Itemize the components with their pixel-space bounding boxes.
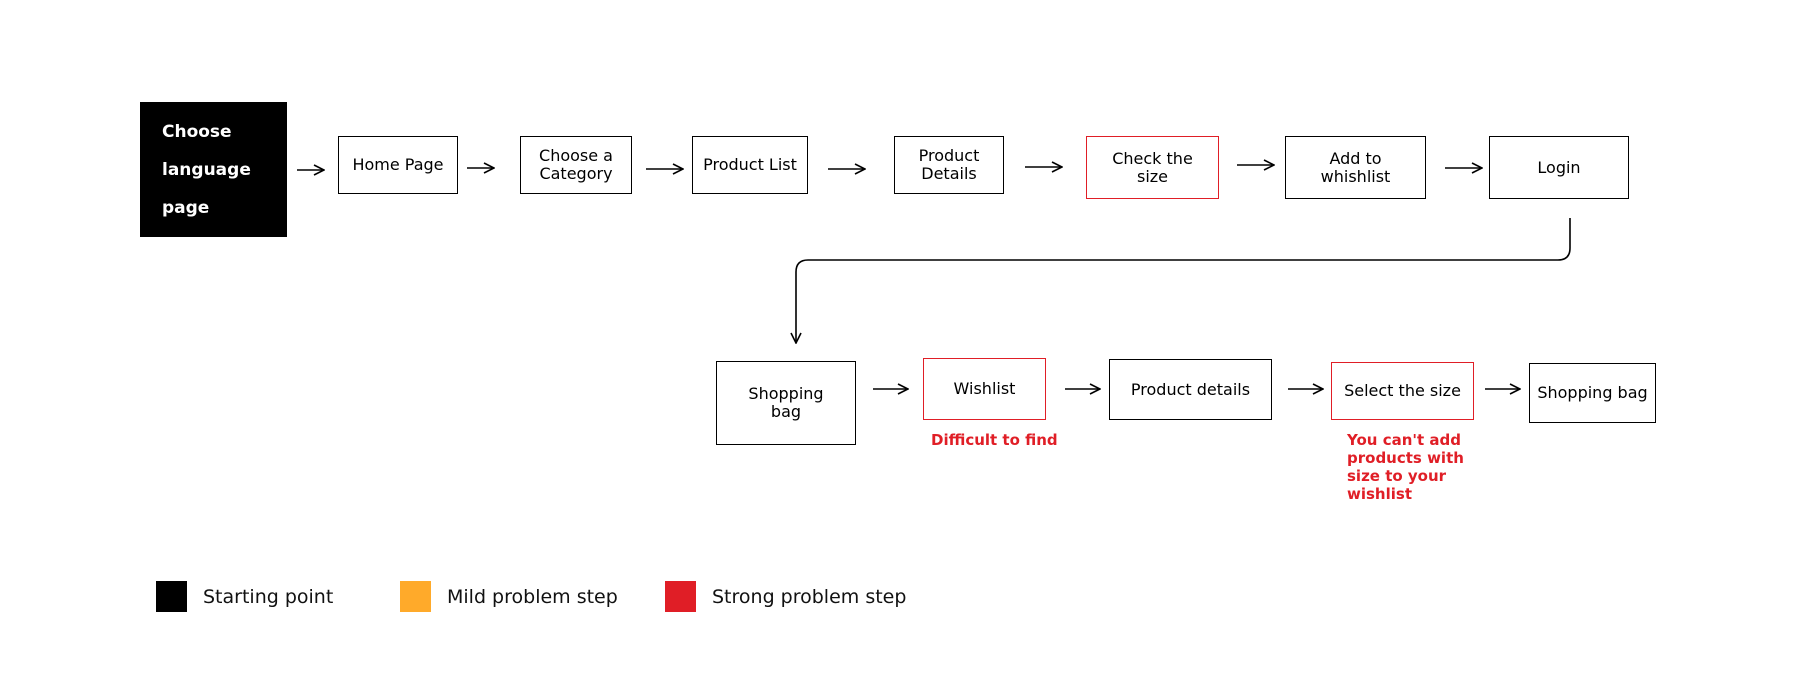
node-login: Login <box>1489 136 1629 199</box>
node-product-details: Product Details <box>894 136 1004 194</box>
note-difficult-to-find: Difficult to find <box>931 431 1058 449</box>
legend-label: Strong problem step <box>712 585 907 608</box>
arrow-login-to-shopping-bag <box>796 218 1571 343</box>
legend-swatch-black <box>156 581 187 612</box>
node-add-to-whishlist: Add to whishlist <box>1285 136 1426 199</box>
legend-mild-problem: Mild problem step <box>400 581 618 612</box>
legend-label: Mild problem step <box>447 585 618 608</box>
node-product-details-2: Product details <box>1109 359 1272 420</box>
node-choose-language-page: Choose language page <box>140 102 287 237</box>
node-product-list: Product List <box>692 136 808 194</box>
legend-label: Starting point <box>203 585 334 608</box>
node-shopping-bag-2: Shopping bag <box>1529 363 1656 423</box>
legend-starting-point: Starting point <box>156 581 333 612</box>
node-check-the-size: Check the size <box>1086 136 1219 199</box>
note-cant-add-with-size: You can't add products with size to your… <box>1347 431 1464 503</box>
node-choose-category: Choose a Category <box>520 136 632 194</box>
legend-swatch-red <box>665 581 696 612</box>
legend-strong-problem: Strong problem step <box>665 581 906 612</box>
node-home-page: Home Page <box>338 136 458 194</box>
node-select-the-size: Select the size <box>1331 362 1474 420</box>
node-wishlist: Wishlist <box>923 358 1046 420</box>
node-shopping-bag-1: Shopping bag <box>716 361 856 445</box>
legend-swatch-orange <box>400 581 431 612</box>
